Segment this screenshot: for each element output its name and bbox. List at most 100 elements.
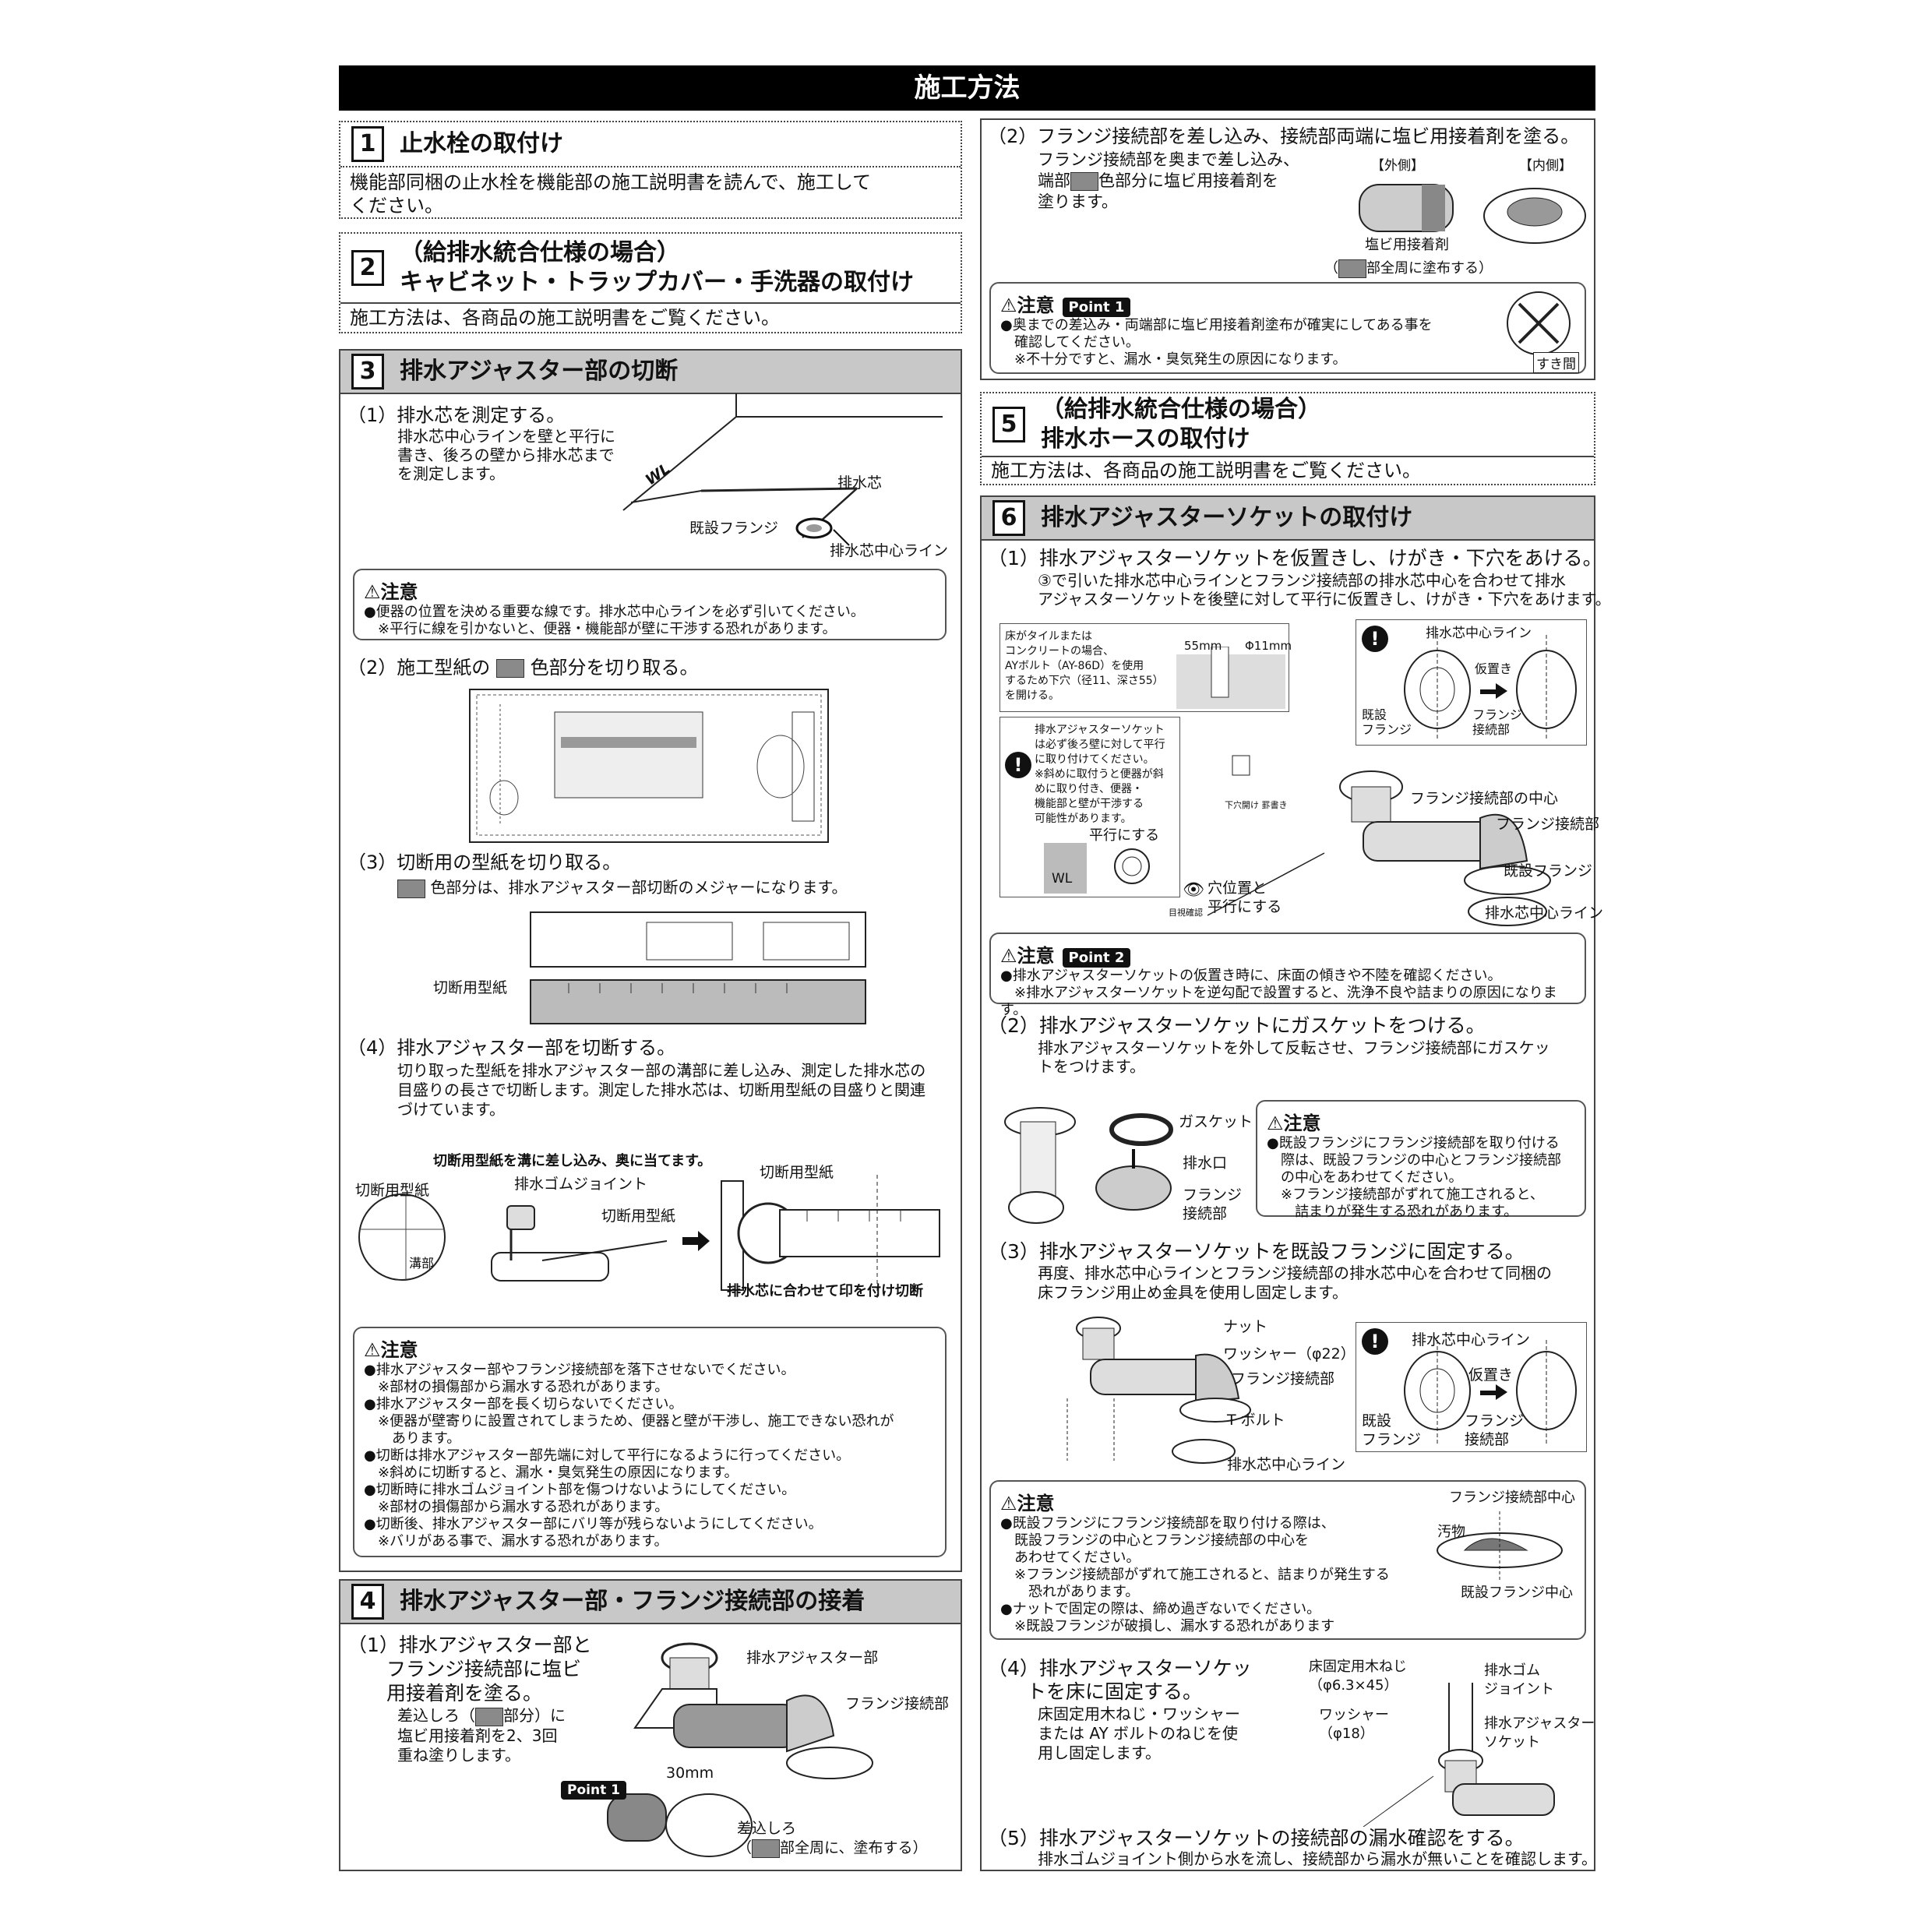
s3-step2-head: （2）施工型紙の — [347, 657, 491, 679]
s6-fig-a — [1404, 635, 1577, 740]
caution-title: 注意 — [1017, 1493, 1055, 1514]
caution-line: ●既設フランジにフランジ接続部を取り付ける — [1267, 1135, 1560, 1151]
s6-fig4-washer: ワッシャー （φ18） — [1319, 1707, 1389, 1742]
caution-line: ●排水アジャスター部やフランジ接続部を落下させないでください。 — [364, 1362, 795, 1378]
s6-caution3-fig — [1437, 1511, 1563, 1581]
gray-swatch — [752, 1839, 781, 1858]
s6-fig-b-socket — [1207, 755, 1551, 926]
caution-line: 際は、既設フランジの中心とフランジ接続部 — [1267, 1152, 1561, 1169]
s4-label-inner: 【内側】 — [1519, 158, 1572, 174]
gray-swatch — [1070, 172, 1098, 191]
section-title-line1: （給排水統合仕様の場合） — [400, 239, 680, 266]
caution-line-2: ※平行に線を引かないと、便器・機能部が壁に干渉する恐れがあります。 — [364, 621, 837, 637]
caution-line: ●切断時に排水ゴムジョイント部を傷つけないようにしてください。 — [364, 1482, 796, 1498]
s6-step4: （4）排水アジャスターソケッ トを床に固定する。 — [988, 1657, 1252, 1703]
s6-tile-dia: Φ11mm — [1245, 639, 1292, 653]
caution-line: 恐れがあります。 — [1000, 1584, 1140, 1600]
s4-label-outer: 【外側】 — [1371, 158, 1424, 174]
s6-fig3-side — [1404, 1340, 1577, 1445]
s6-tile-depth: 55mm — [1184, 639, 1222, 653]
section-title: 排水アジャスター部・フランジ接続部の接着 — [400, 1588, 866, 1615]
s4-step1: （1）排水アジャスター部と フランジ接続部に塩ビ 用接着剤を塗る。 — [347, 1634, 592, 1705]
caution-line: あわせてください。 — [1000, 1549, 1141, 1566]
s6-fig-b-kisetsu: 既設フランジ — [1504, 862, 1593, 880]
fig4-label-top: 切断用型紙を溝に差し込み、奥に当てます。 — [433, 1153, 712, 1169]
section-title: 排水アジャスターソケットの取付け — [1041, 504, 1413, 531]
section-3: 3 排水アジャスター部の切断 — [339, 349, 962, 1572]
exclamation-icon: ! — [1005, 752, 1031, 778]
s6-heiko: 平行にする — [1089, 827, 1160, 844]
caution-line: 確認してください。 — [1000, 334, 1140, 351]
s6-wl: WL — [1052, 871, 1073, 887]
s6-tile-note: 床がタイルまたは コンクリートの場合、 AYボルト（AY-86D）を使用 するた… — [1005, 630, 1164, 702]
s3-template-paper — [469, 689, 829, 843]
caution-line: ●既設フランジにフランジ接続部を取り付ける際は、 — [1000, 1515, 1335, 1532]
section-title-line2: キャビネット・トラップカバー・手洗器の取付け — [400, 269, 914, 296]
s4-fig2-joint — [1359, 184, 1586, 244]
s6-fig-b-ana: 穴位置と 平行にする — [1208, 880, 1282, 915]
caution-title: 注意 — [1283, 1112, 1321, 1134]
s6-fig2-gasket — [1004, 1107, 1173, 1224]
s6-fig-a-line: 排水芯中心ライン — [1426, 626, 1532, 641]
s6-fig4-socket: 排水アジャスター ソケット — [1484, 1715, 1595, 1750]
fig4-label-kata1: 切断用型紙 — [760, 1164, 834, 1181]
s6-fig-b-mokushi: 目視確認 — [1169, 908, 1203, 918]
caution-line: ※既設フランジが破損し、漏水する恐れがあります — [1000, 1618, 1335, 1634]
s3-caution1: ⚠注意 ●便器の位置を決める重要な線です。排水芯中心ラインを必ず引いてください。… — [353, 569, 947, 640]
s6-warn-note: 排水アジャスターソケット は必ず後ろ壁に対して平行 に取り付けてください。 ※斜… — [1035, 724, 1165, 825]
s6-step5: （5）排水アジャスターソケットの接続部の漏水確認をする。 — [988, 1827, 1525, 1849]
s3-step2: （2）施工型紙の 色部分を切り取る。 — [347, 656, 699, 679]
s6-fig-b-center: フランジ接続部の中心 — [1410, 790, 1559, 807]
caution-line: ●奥までの差込み・両端部に塩ビ用接着剤塗布が確実にしてある事を — [1000, 317, 1433, 333]
s6-step3: （3）排水アジャスターソケットを既設フランジに固定する。 — [988, 1240, 1525, 1263]
s4-label-point: Point 1 — [561, 1781, 626, 1800]
s4-step2-desc: フランジ接続部を奥まで差し込み、 端部色部分に塩ビ用接着剤を 塗ります。 — [1038, 150, 1299, 213]
section-title: 排水アジャスター部の切断 — [400, 358, 679, 385]
s6-fig-a-kisetsu: 既設 フランジ — [1362, 707, 1412, 737]
section-5: 5 （給排水統合仕様の場合） 排水ホースの取付け 施工方法は、各商品の施工説明書… — [980, 392, 1595, 485]
section-number: 5 — [992, 407, 1025, 442]
section-title: 止水栓の取付け — [400, 130, 563, 157]
section-text: 施工方法は、各商品の施工説明書をご覧ください。 — [350, 307, 780, 329]
s6-fig2-gasket-label: ガスケット — [1179, 1113, 1253, 1130]
caution-title: 注意 — [1017, 294, 1055, 316]
caution-line: ●ナットで固定の際は、締め過ぎないでください。 — [1000, 1601, 1321, 1617]
s6-fig3-washer: ワッシャー（φ22） — [1223, 1345, 1356, 1363]
section-number: 3 — [351, 354, 384, 390]
caution-line: ※不十分ですと、漏水・臭気発生の原因になります。 — [1000, 351, 1347, 368]
s3-step1-desc: 排水芯中心ラインを壁と平行に 書き、後ろの壁から排水芯まで を測定します。 — [397, 427, 615, 483]
s3-step3: （3）切断用の型紙を切り取る。 — [347, 851, 622, 873]
s6-fig2-haisui: 排水口 — [1183, 1155, 1228, 1172]
s6-fig3-side-line: 排水芯中心ライン — [1412, 1331, 1531, 1349]
s6-warn-box — [999, 717, 1180, 897]
warning-icon: ⚠ — [364, 581, 381, 603]
caution-title: 注意 — [380, 581, 418, 603]
s4-label-zenshu: （部全周に、塗布する） — [737, 1839, 928, 1858]
caution-line: ※バリがある事で、漏水する恐れがあります。 — [364, 1533, 668, 1549]
exclamation-icon: ! — [1362, 1328, 1388, 1355]
fig4-label-kata3: 切断用型紙 — [601, 1208, 676, 1225]
point-badge: Point 1 — [1062, 298, 1131, 317]
s4-label-sukima: すき間 — [1533, 352, 1579, 373]
s3-step2-tail: 色部分を切り取る。 — [530, 657, 699, 679]
eye-icon: 👁 — [1183, 880, 1204, 900]
section-text: 機能部同梱の止水栓を機能部の施工説明書を読んで、施工して ください。 — [350, 171, 872, 217]
s3-step4: （4）排水アジャスター部を切断する。 — [347, 1037, 676, 1059]
fig4-label-mizo: 溝部 — [409, 1256, 435, 1271]
s4-label-zenshu2: （部全周に塗布する） — [1324, 259, 1493, 278]
s6-fig3-fixing — [1066, 1317, 1251, 1464]
page-title: 施工方法 — [339, 65, 1595, 111]
s4-label-zenshu-text: 部全周に、塗布する） — [780, 1839, 928, 1856]
s4-caution-gap-fig — [1507, 291, 1571, 355]
s4-label-mm: 30mm — [666, 1765, 714, 1782]
s6-step1-desc: ③で引いた排水芯中心ラインとフランジ接続部の排水芯中心を合わせて排水 アジャスタ… — [1038, 571, 1611, 608]
fig1-label-haisuishin: 排水芯 — [837, 474, 883, 492]
s3-step3-desc-text: 色部分は、排水アジャスター部切断のメジャーになります。 — [430, 878, 848, 897]
s6-fig3-line: 排水芯中心ライン — [1227, 1456, 1346, 1473]
caution-line: あります。 — [364, 1430, 461, 1447]
s6-fig-a-kari: 仮置き — [1475, 661, 1513, 676]
section-text: 施工方法は、各商品の施工説明書をご覧ください。 — [991, 460, 1421, 481]
point-badge: Point 2 — [1062, 948, 1131, 968]
s3-step3-desc: 色部分は、排水アジャスター部切断のメジャーになります。 — [397, 879, 848, 898]
